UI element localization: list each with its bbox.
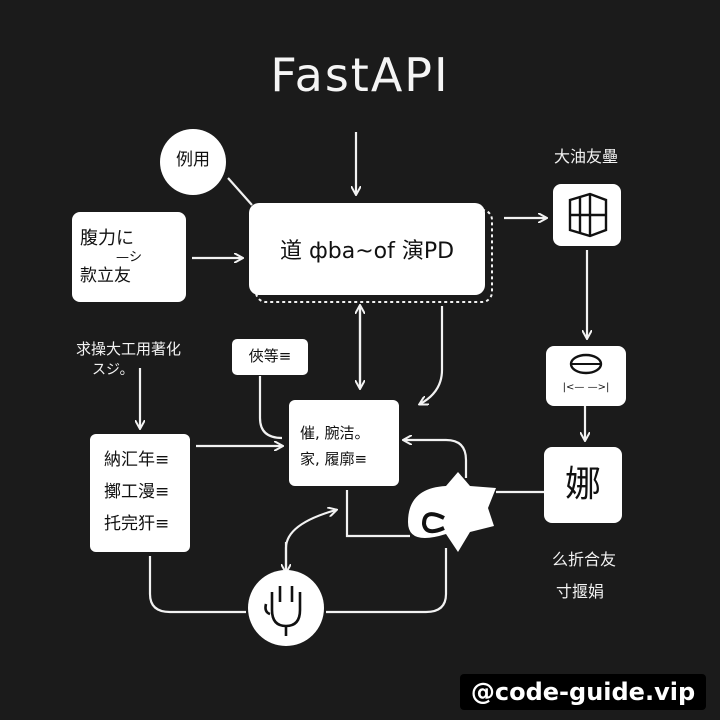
glyph-box-label: 娜 (564, 464, 601, 505)
left-box-line-3: 款立友 (80, 266, 131, 286)
main-box-node (249, 203, 485, 295)
right-bottom-caption-line-1: 么折合友 (552, 550, 617, 569)
plug-icon (264, 586, 302, 636)
line-circle-to-main (227, 177, 253, 206)
list-box-node (90, 434, 190, 552)
left-caption-line-2: スジ。 (92, 362, 134, 378)
left-box-line-2: —シ (116, 250, 143, 265)
left-caption-line-1: 求操大工用著化 (76, 340, 182, 358)
disc-icon-node (546, 346, 626, 406)
cube-icon-node (553, 184, 621, 246)
hook-icon (421, 512, 445, 534)
center-box-node (289, 400, 399, 486)
line-tag-to-center (258, 376, 283, 440)
hook-icon-node (408, 472, 496, 552)
line-list-to-plug (148, 556, 246, 614)
disc-icon-label: |<— —>| (562, 382, 610, 393)
watermark: @code-guide.vip (460, 674, 706, 710)
connectors (140, 132, 587, 614)
main-box-label: 道 фba~of 演PD (279, 239, 455, 264)
top-circle-node (160, 129, 226, 195)
arrow-plug-to-center (284, 510, 336, 570)
small-tag-node (232, 339, 308, 375)
left-box-node (72, 212, 186, 302)
center-box-line-1: 催, 腕洁。 (300, 424, 370, 442)
list-item-1: 納汇年≡ (104, 450, 170, 470)
glyph-box-node (544, 447, 622, 523)
cube-icon (568, 192, 608, 238)
list-item-2: 擲工漫≡ (104, 482, 170, 502)
arrow-glyph-to-center (404, 440, 468, 478)
left-box-line-1: 腹力に (80, 228, 134, 249)
list-item-3: 托完犴≡ (104, 514, 170, 534)
small-tag-label: 俠等≡ (248, 347, 292, 365)
diagram-title: FastAPI (270, 48, 450, 102)
arrow-main-to-center-curve (420, 306, 444, 404)
top-circle-label: 例用 (176, 150, 210, 170)
center-box-line-2: 家, 履廓≡ (300, 450, 368, 468)
line-center-to-hook (345, 490, 410, 538)
right-top-caption: 大油友壘 (554, 147, 619, 166)
line-hook-to-plug (326, 548, 448, 614)
right-bottom-caption-line-2: 寸揠娟 (556, 582, 605, 601)
plug-icon-node (248, 570, 324, 646)
